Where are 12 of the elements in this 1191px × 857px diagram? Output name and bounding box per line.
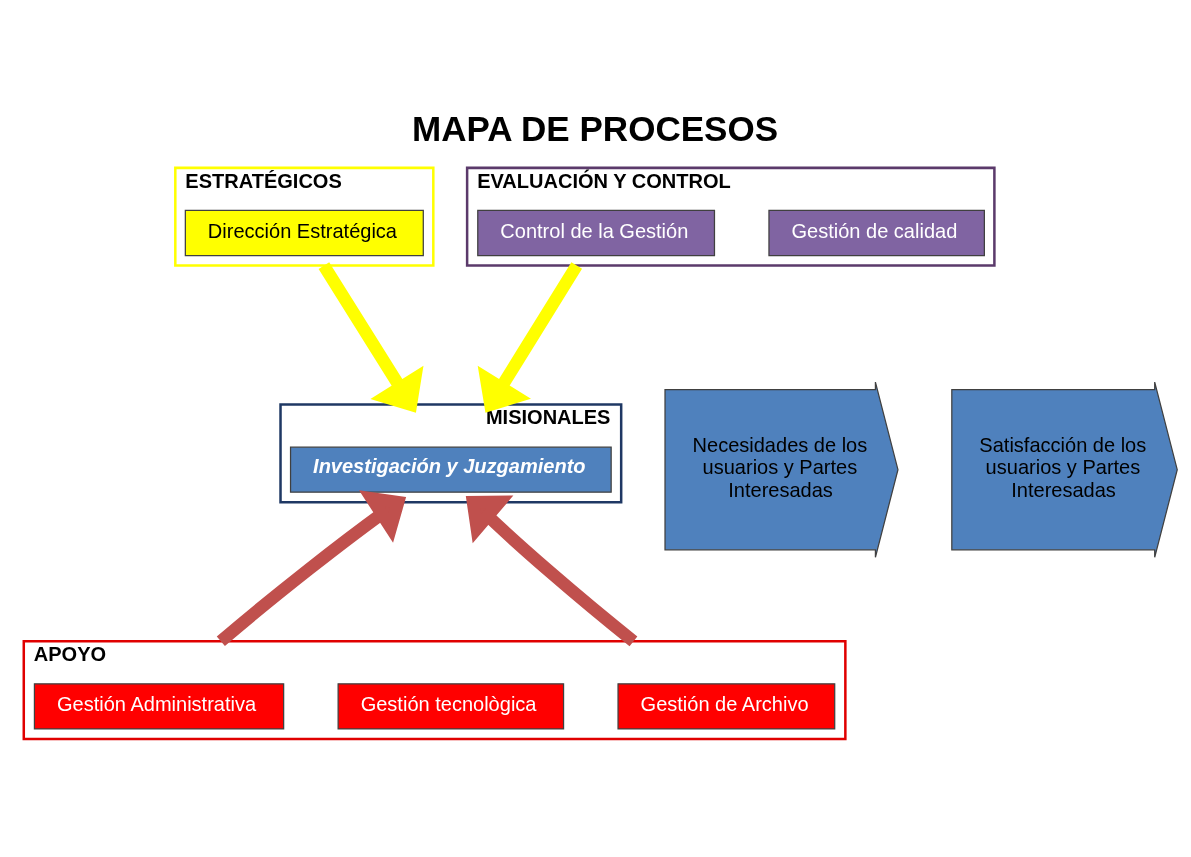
node-box: Gestión Administrativa: [33, 682, 285, 730]
arrow: [216, 489, 407, 646]
arrow: [465, 495, 638, 646]
node-box: Gestión tecnològica: [337, 682, 565, 730]
node-box: Dirección Estratégica: [184, 209, 424, 256]
node-box: Control de la Gestión: [477, 209, 716, 256]
node-box: Gestión de Archivo: [617, 682, 836, 730]
diagram-title: MAPA DE PROCESOS: [412, 108, 779, 148]
arrow: [318, 261, 424, 413]
arrow: [477, 261, 582, 413]
node-box: Investigación y Juzgamiento: [289, 446, 612, 493]
node-box: Gestión de calidad: [768, 209, 985, 256]
